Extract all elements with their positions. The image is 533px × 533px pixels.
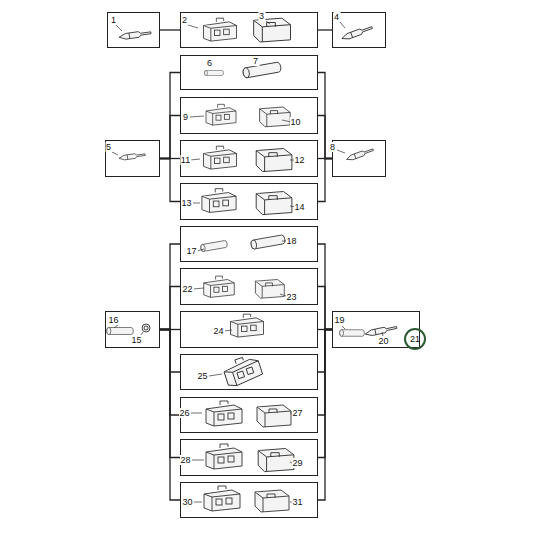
parts-box: 13 14 — [180, 183, 318, 220]
bracket-line — [160, 29, 180, 30]
parts-box: 5 — [105, 140, 160, 177]
callout-number: 25 — [196, 371, 208, 381]
parts-box: 25 — [180, 354, 318, 390]
callout-number: 4 — [333, 12, 340, 22]
callout-number: 27 — [291, 408, 303, 418]
callout-number: 8 — [329, 142, 336, 152]
callout-number: 16 — [107, 315, 119, 325]
callout-number: 2 — [181, 15, 188, 25]
bracket-line — [160, 287, 180, 330]
bracket-line — [318, 287, 332, 330]
callout-number: 31 — [291, 497, 303, 507]
callout-number: 14 — [293, 202, 305, 212]
callout-number: 6 — [206, 58, 213, 68]
parts-box: 8 — [332, 140, 386, 177]
callout-number: 24 — [212, 326, 224, 336]
bracket-line — [160, 73, 180, 159]
bracket-line — [318, 29, 332, 30]
callout-number: 23 — [285, 292, 297, 302]
callout-number: 19 — [333, 315, 345, 325]
callout-number: 13 — [180, 198, 192, 208]
callout-number: 21 — [409, 334, 421, 344]
bracket-line — [318, 330, 332, 501]
parts-box: 22 23 — [180, 268, 318, 305]
parts-box: 11 12 — [180, 140, 318, 177]
parts-box: 4 — [332, 12, 386, 48]
callout-number: 3 — [258, 11, 265, 21]
bracket-line — [318, 159, 332, 202]
sleeves — [107, 62, 365, 336]
highlight-circle: 21 — [404, 328, 426, 350]
callout-number: 30 — [181, 497, 193, 507]
bracket-line — [160, 330, 180, 501]
parts-box: 9 10 — [180, 97, 318, 134]
callout-number: 10 — [289, 117, 301, 127]
callout-number: 26 — [178, 408, 190, 418]
terminal-pins — [119, 25, 398, 337]
connector-housings — [202, 18, 294, 512]
parts-box: 23 — [180, 12, 318, 48]
parts-box: 24 — [180, 311, 318, 348]
callout-number: 9 — [182, 112, 189, 122]
parts-box: 28 29 — [180, 439, 318, 476]
callout-number: 11 — [180, 155, 191, 165]
leader-lines — [112, 21, 383, 502]
bracket-line — [160, 244, 180, 330]
bracket-line — [318, 116, 332, 159]
callout-number: 29 — [291, 458, 303, 468]
callout-number: 7 — [252, 56, 259, 66]
bracket-line — [160, 159, 180, 202]
callout-number: 28 — [179, 455, 191, 465]
callout-number: 22 — [181, 284, 193, 294]
callout-number: 5 — [105, 142, 112, 152]
parts-box: 26 27 — [180, 397, 318, 433]
bracket-line — [160, 116, 180, 159]
parts-box: 30 31 — [180, 482, 318, 518]
parts-box: 1 — [107, 12, 160, 48]
parts-box: 67 — [180, 55, 318, 90]
callout-number: 18 — [285, 236, 297, 246]
bracket-line — [318, 244, 332, 330]
callout-number: 20 — [377, 336, 389, 346]
callout-number: 1 — [110, 15, 117, 25]
callout-number: 17 — [185, 246, 197, 256]
parts-box: 19 20 21 — [332, 311, 420, 348]
callout-number: 12 — [293, 155, 305, 165]
parts-box: 1615 — [105, 311, 160, 348]
callout-number: 15 — [130, 335, 142, 345]
parts-box: 1718 — [180, 226, 318, 262]
